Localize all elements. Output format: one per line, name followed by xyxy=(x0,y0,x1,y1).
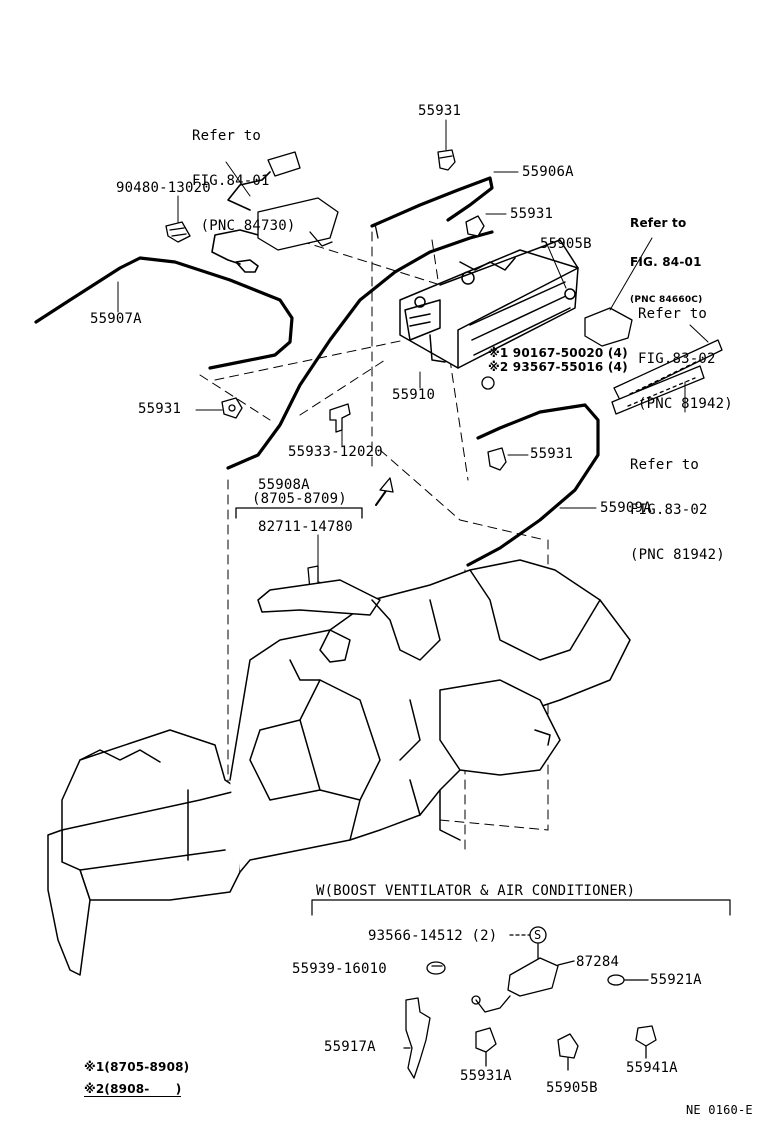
screw-93567 xyxy=(481,376,495,390)
part-55941A: 55941A xyxy=(626,1060,678,1076)
panel-strip-81942 xyxy=(611,339,723,415)
figure-code: NE 0160-E xyxy=(686,1103,753,1117)
part-55939-16010: 55939-16010 xyxy=(292,961,387,977)
refer-81942-lower-line2: FIG.83-02 xyxy=(630,502,708,518)
refer-81942-lower-line3: (PNC 81942) xyxy=(630,547,725,563)
refer-81942-upper-line2: FIG.83-02 xyxy=(638,351,716,367)
refer-84660C-line1: Refer to xyxy=(630,216,687,230)
part-55907A: 55907A xyxy=(90,311,142,327)
actuator-84730 xyxy=(257,151,339,251)
cable-55907A xyxy=(34,256,294,370)
option-title: W(BOOST VENTILATOR & AIR CONDITIONER) xyxy=(316,883,636,899)
refer-84730-line1: Refer to xyxy=(192,128,262,144)
control-panel-55910 xyxy=(399,239,579,369)
refer-84730-line2: FIG.84-01 xyxy=(192,173,270,189)
refer-84660C-line3: (PNC 84660C) xyxy=(630,295,703,305)
clip-55931-left xyxy=(221,397,243,419)
part-55931-top: 55931 xyxy=(418,103,462,119)
switch-84660C xyxy=(584,307,633,347)
part-55921A: 55921A xyxy=(650,972,702,988)
cable-55908A xyxy=(226,230,494,470)
part-82711-14780: 82711-14780 xyxy=(258,519,353,535)
refer-84730-line3: (PNC 84730) xyxy=(192,218,296,234)
refer-81942-upper-line1: Refer to xyxy=(638,306,708,322)
part-55908A: 55908A xyxy=(258,477,310,493)
refer-84660C-line2: FIG. 84-01 xyxy=(630,255,702,269)
option-parts xyxy=(403,926,657,1079)
refer-84730-block: Refer to FIG.84-01 (PNC 84730) xyxy=(192,99,296,249)
part-55905B: 55905B xyxy=(540,236,592,252)
part-90480-13020: 90480-13020 xyxy=(116,180,211,196)
option-block-bracket xyxy=(311,899,731,916)
part-55909A: 55909A xyxy=(600,500,652,516)
refer-84660C-block: Refer to FIG. 84-01 (PNC 84660C) xyxy=(630,191,702,318)
clip-55931-mid xyxy=(465,215,485,237)
refer-81942-lower-block: Refer to FIG.83-02 (PNC 81942) xyxy=(630,428,725,578)
part-55931-right: 55931 xyxy=(530,446,574,462)
clip-55931-right xyxy=(487,447,507,471)
part-93567-55016: ※2 93567-55016 (4) xyxy=(488,360,628,374)
part-55931A: 55931A xyxy=(460,1068,512,1084)
part-55917A: 55917A xyxy=(324,1039,376,1055)
harness-upper-left xyxy=(211,171,271,273)
refer-81942-lower-line1: Refer to xyxy=(630,457,700,473)
part-87284: 87284 xyxy=(576,954,620,970)
part-55931-mid: 55931 xyxy=(510,206,554,222)
heater-unit-assembly xyxy=(47,559,631,976)
part-55931-left: 55931 xyxy=(138,401,182,417)
label-leaders xyxy=(117,119,709,567)
part-55933-12020: 55933-12020 xyxy=(288,444,383,460)
s-mark: S xyxy=(534,928,542,942)
bolt-90480-13020 xyxy=(165,221,191,243)
cable-55909A xyxy=(466,403,600,567)
footnote-2: ※2(8908- ) xyxy=(84,1082,182,1097)
part-55906A: 55906A xyxy=(522,164,574,180)
part-55910: 55910 xyxy=(392,387,436,403)
part-55908A-date-range: (8705-8709) xyxy=(252,491,347,507)
part-93566-14512: 93566-14512 (2) xyxy=(368,928,498,944)
clip-55931-top xyxy=(437,149,456,171)
clamp-55933-12020 xyxy=(329,403,351,433)
part-55905B-option: 55905B xyxy=(546,1080,598,1096)
part-90167-50020: ※1 90167-50020 (4) xyxy=(488,346,628,360)
refer-81942-upper-line3: (PNC 81942) xyxy=(638,396,733,412)
bracket-8705-8709 xyxy=(235,477,394,519)
footnote-1: ※1(8705-8908) xyxy=(84,1060,190,1074)
cable-55906A xyxy=(370,176,494,239)
refer-81942-upper-block: Refer to FIG.83-02 (PNC 81942) xyxy=(638,277,733,427)
